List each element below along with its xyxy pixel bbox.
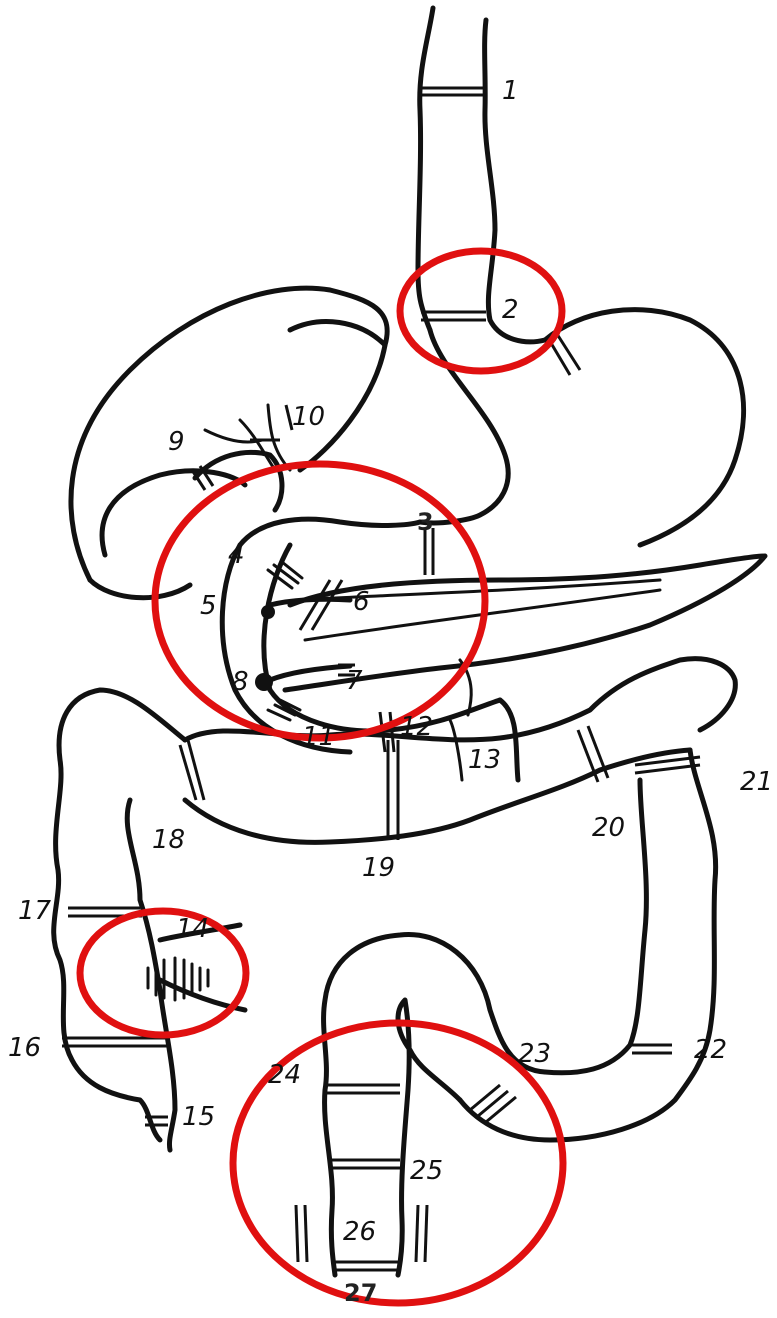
label-9: 9 <box>168 427 185 457</box>
label-15: 15 <box>182 1102 215 1132</box>
label-20: 20 <box>592 813 625 843</box>
sigmoid-rectum <box>296 934 545 1275</box>
label-24: 24 <box>268 1060 301 1090</box>
label-14: 14 <box>176 914 209 944</box>
label-17: 17 <box>18 896 52 926</box>
label-5: 5 <box>200 591 217 621</box>
label-6: 6 <box>353 587 370 617</box>
duodenum <box>222 519 500 752</box>
label-16: 16 <box>8 1033 41 1063</box>
label-22: 22 <box>694 1035 727 1065</box>
label-25: 25 <box>410 1156 443 1186</box>
label-3: 3 <box>417 508 434 536</box>
bile-ducts <box>192 405 292 510</box>
label-4: 4 <box>228 540 245 570</box>
label-11: 11 <box>302 722 335 752</box>
label-1: 1 <box>502 76 519 106</box>
labels: 1 2 3 4 5 6 7 8 9 10 11 12 13 14 15 16 1… <box>8 76 773 1307</box>
label-7: 7 <box>346 666 363 696</box>
pancreas <box>255 556 765 720</box>
label-12: 12 <box>400 712 433 742</box>
label-23: 23 <box>518 1039 551 1069</box>
esophagus <box>418 8 545 342</box>
label-13: 13 <box>468 745 501 775</box>
label-26: 26 <box>343 1217 376 1247</box>
stomach <box>420 310 744 545</box>
sphincter-bands <box>421 88 486 320</box>
label-2: 2 <box>502 295 519 325</box>
label-21: 21 <box>740 767 773 797</box>
label-19: 19 <box>362 853 395 883</box>
label-27: 27 <box>344 1279 377 1307</box>
label-8: 8 <box>232 667 249 697</box>
label-10: 10 <box>292 402 325 432</box>
label-18: 18 <box>152 825 185 855</box>
